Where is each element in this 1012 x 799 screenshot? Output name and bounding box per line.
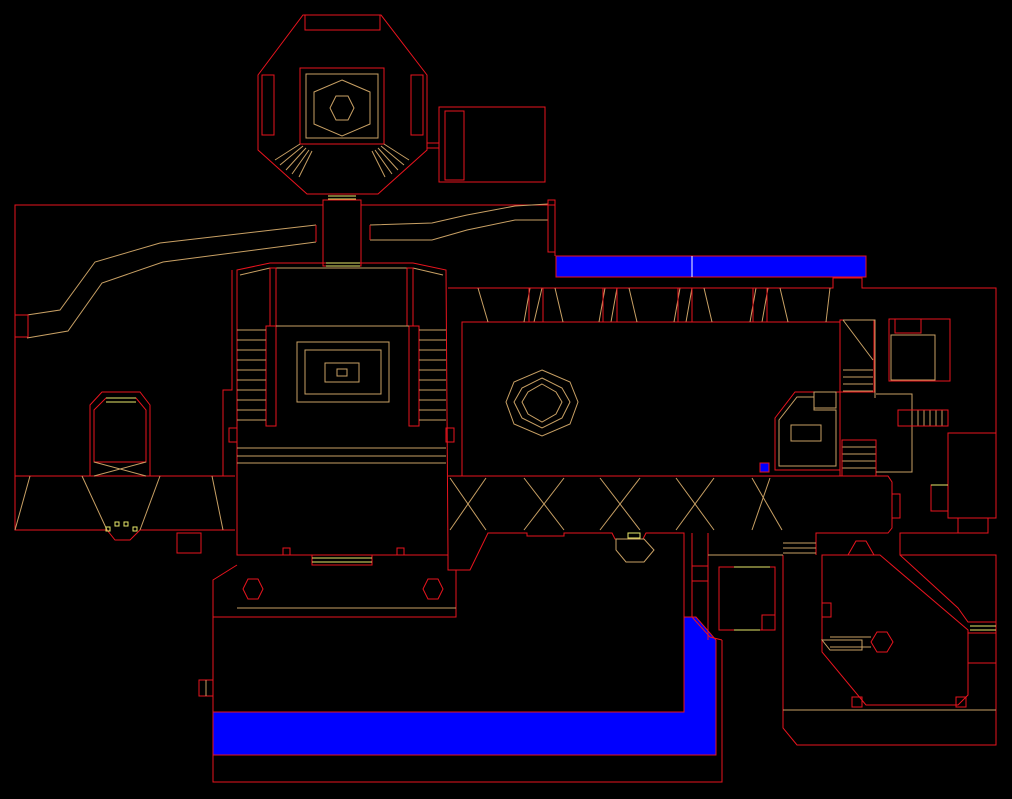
south-courtyard <box>198 564 723 783</box>
small-storage-room <box>691 533 783 641</box>
east-wing <box>839 318 997 534</box>
east-annex <box>427 106 546 183</box>
floor-marker <box>759 462 770 473</box>
south-liquid-pool <box>212 616 717 756</box>
grand-hall <box>447 277 997 746</box>
west-corridor <box>14 199 556 554</box>
liquid-areas <box>212 255 867 756</box>
southeast-room <box>783 540 996 711</box>
north-liquid-channel <box>555 255 867 278</box>
central-stair-hall <box>228 262 455 566</box>
